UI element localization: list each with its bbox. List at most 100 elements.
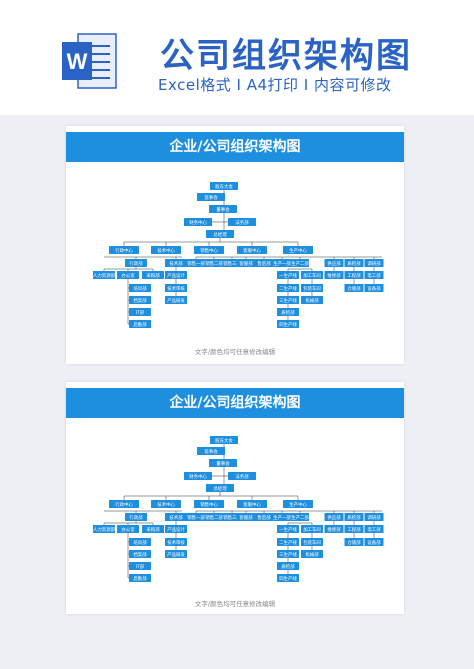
org-node-label: 培训部 [133,539,147,546]
org-node-label: 调研部 [367,260,381,267]
org-node-label: 法务部 [235,219,249,226]
org-node-box [223,259,241,267]
org-node-box [283,500,313,508]
org-node-box [277,271,299,279]
org-node-centers-3: 客服中心 [237,246,267,254]
org-node-label: 行政部 [129,260,143,267]
org-node-prod_one-0: 一生产线 [277,525,299,533]
org-node-box [151,500,181,508]
org-node-label: 财务中心 [189,219,207,226]
org-node-box [165,271,187,279]
org-node-label: 采购部 [146,272,160,279]
org-node-box [364,284,384,292]
org-node-procurement-1: 档案部 [129,296,151,304]
org-node-label: 客服部 [239,514,253,521]
org-node-box [142,271,164,279]
org-node-sales-1: 销售二部 [205,513,223,521]
org-node-label: 销售三部 [223,260,241,267]
org-node-label: 销售一部 [187,260,205,267]
org-node-box [277,320,299,328]
org-node-prod_one-4: 四生产线 [277,320,299,328]
page-title: 公司组织架构图 [160,36,412,76]
org-node-centers-2: 销售中心 [194,500,224,508]
org-node-label: 质检部 [347,514,361,521]
org-node-label: 法务部 [235,473,249,480]
org-node-label: 生产中心 [289,247,307,254]
org-node-box [184,218,212,226]
org-node-tech-1: 产品设计 [165,525,187,533]
org-node-box [255,513,273,521]
org-node-box [194,500,224,508]
org-node-box [324,513,344,521]
header-banner: W 公司组织架构图 Excel格式 I A4打印 I 内容可修改 [0,0,474,115]
org-node-tech-3: 产品研发 [165,296,187,304]
org-node-sales-0: 销售一部 [187,259,205,267]
org-node-box [364,538,384,546]
org-node-box [165,284,187,292]
org-node-box [277,574,299,582]
org-node-box [344,271,364,279]
org-node-prod_two-2: 机械部 [301,296,323,304]
org-node-label: IT部 [136,563,145,570]
org-node-label: 维修部 [327,526,341,533]
org-node-tech-3: 产品研发 [165,550,187,558]
org-node-prod_two-0: 加工车间 [301,271,323,279]
org-node-label: 三生产线 [279,551,297,558]
org-node-prod_one-1: 二生产线 [277,284,299,292]
org-node-right-4: 工程部 [344,271,364,279]
org-node-box [277,308,299,316]
org-node-label: 包装车间 [303,285,321,292]
org-node-right-5: 电工部 [364,271,384,279]
org-node-label: 总经理 [213,231,227,238]
org-node-label: 仓储部 [347,539,361,546]
org-node-label: 加工车间 [303,272,321,279]
org-node-label: 包装车间 [303,539,321,546]
org-node-box [117,271,139,279]
org-node-label: 设备部 [367,539,381,546]
org-node-admin-3: 采购部 [142,271,164,279]
org-node-box [151,246,181,254]
org-node-prod_one-2: 三生产线 [277,296,299,304]
org-node-box [228,218,256,226]
org-node-box [165,550,187,558]
page-subtitle: Excel格式 I A4打印 I 内容可修改 [158,76,392,94]
org-node-right-7: 设备部 [364,284,384,292]
org-node-service-1: 售后部 [255,259,273,267]
org-node-box [228,472,256,480]
org-node-top-2: 董事会 [209,459,237,467]
org-node-prod_one-1: 二生产线 [277,538,299,546]
org-node-centers-4: 生产中心 [283,246,313,254]
org-node-box [165,538,187,546]
org-node-label: 设备部 [367,285,381,292]
org-node-box [194,246,224,254]
org-node-top-3: 财务中心 [184,472,212,480]
org-node-label: 股东大会 [215,183,233,190]
org-node-label: 产品设计 [167,272,185,279]
org-node-box [277,284,299,292]
org-node-label: 人力资源部 [93,272,116,279]
org-node-label: 产品设计 [167,526,185,533]
org-node-prod_two-0: 加工车间 [301,525,323,533]
org-node-procurement-0: 培训部 [129,284,151,292]
org-node-box [197,193,225,201]
org-node-label: 质检部 [347,260,361,267]
org-node-box [206,230,234,238]
org-node-admin-1: 人力资源部 [93,271,116,279]
org-node-top-4: 法务部 [228,218,256,226]
org-node-label: 质检部 [281,563,295,570]
org-node-prod_two-2: 机械部 [301,550,323,558]
org-node-service-2: 生产一部 [273,513,291,521]
org-node-label: 工程部 [347,272,361,279]
org-node-admin-1: 人力资源部 [93,525,116,533]
org-node-box [273,513,291,521]
org-node-admin-0: 行政部 [125,259,147,267]
org-node-box [165,513,187,521]
org-node-box [344,284,364,292]
org-node-label: 销售一部 [187,514,205,521]
org-node-box [237,500,267,508]
org-node-label: 仓储部 [347,285,361,292]
org-node-top-5: 总经理 [206,230,234,238]
org-node-label: 生产中心 [289,501,307,508]
org-node-label: 技术部 [169,514,183,521]
org-node-box [364,513,384,521]
